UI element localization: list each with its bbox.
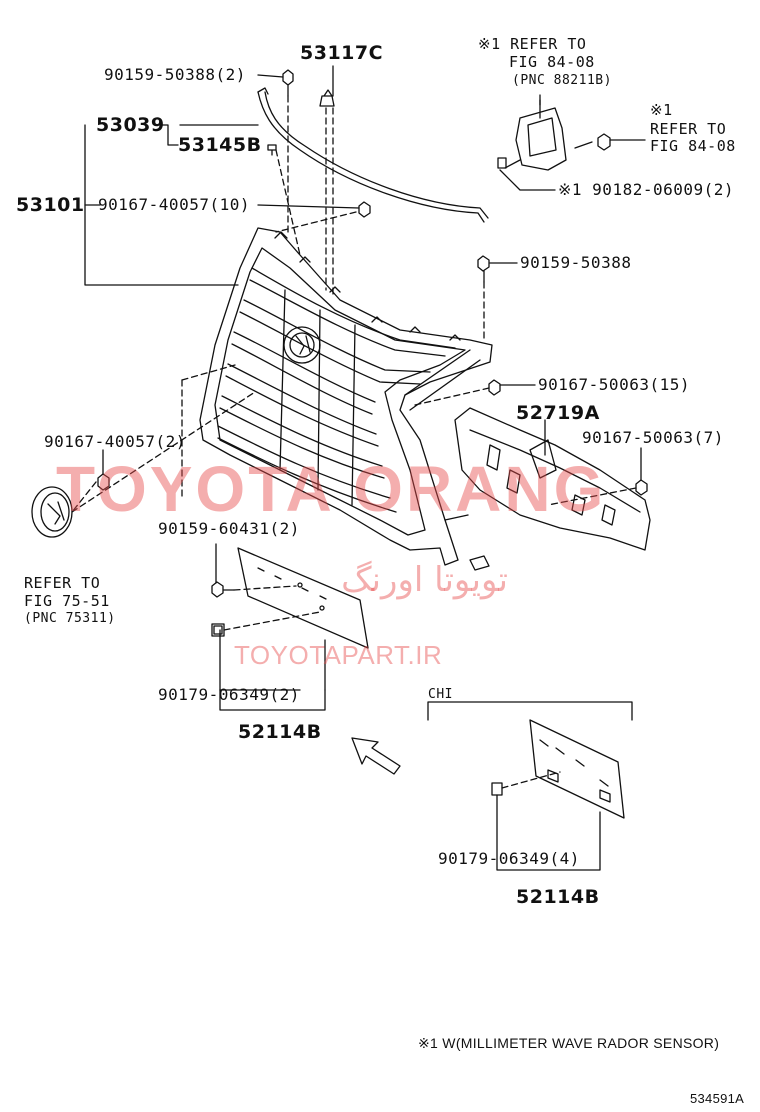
leader-lines: [84, 65, 646, 871]
radar-sensor-bracket: [497, 94, 567, 171]
ref-bracket-line1: ※1: [650, 101, 673, 119]
part-53117c-label: 53117C: [300, 42, 384, 64]
grille-retainer-52719a: [454, 407, 651, 551]
ref-radar-line1: ※1 REFER TO: [478, 35, 587, 53]
watermark-site: TOYOTAPART.IR: [234, 640, 443, 670]
part-90179-06349-4-label: 90179-06349(4): [438, 849, 580, 868]
part-53101-label: 53101: [16, 194, 85, 216]
watermark-persian: تویوتا اورنگ: [341, 560, 508, 600]
ref-emblem-line1: REFER TO: [24, 574, 101, 592]
license-bracket-52114b-chi: [529, 719, 625, 819]
part-53145b-label: 53145B: [178, 134, 262, 156]
part-90167-40057-2-label: 90167-40057(2): [44, 432, 186, 451]
part-90159-50388-label: 90159-50388: [520, 253, 632, 272]
chi-variant-label: CHI: [428, 687, 453, 702]
ref-emblem-line2: FIG 75-51: [24, 592, 110, 610]
part-52114b-label-upper: 52114B: [238, 721, 322, 743]
watermark-brand: TOYOTA ORANG: [56, 453, 607, 525]
ref-bracket-line3: FIG 84-08: [650, 137, 736, 155]
upper-molding-53039: [257, 87, 489, 223]
part-52719a-label: 52719A: [516, 402, 600, 424]
part-90167-40057-10-label: 90167-40057(10): [98, 195, 250, 214]
ref-bracket-line2: REFER TO: [650, 120, 727, 138]
ref-radar-line2: FIG 84-08: [509, 53, 595, 71]
part-90179-06349-2-label: 90179-06349(2): [158, 685, 300, 704]
license-bracket-52114b-upper: [237, 547, 369, 649]
part-90167-50063-7-label: 90167-50063(7): [582, 428, 724, 447]
part-90182-06009-2-label: ※1 90182-06009(2): [558, 180, 735, 199]
part-52114b-label-chi: 52114B: [516, 886, 600, 908]
radar-bracket-bolt: [574, 133, 611, 151]
part-90159-60431-2-label: 90159-60431(2): [158, 519, 300, 538]
footnote-text: ※1 W(MILLIMETER WAVE RADOR SENSOR): [418, 1035, 720, 1051]
ref-radar-line3: (PNC 88211B): [512, 73, 612, 88]
dashed-lines: [71, 95, 637, 789]
fasteners: [211, 69, 648, 796]
figure-id: 534591A: [690, 1091, 745, 1106]
ref-emblem-line3: (PNC 75311): [24, 611, 116, 626]
part-53039-label: 53039: [96, 114, 165, 136]
radiator-grille-53101: [199, 227, 493, 571]
part-90159-50388-2-label: 90159-50388(2): [104, 65, 246, 84]
direction-arrow: [351, 737, 401, 775]
part-90167-50063-15-label: 90167-50063(15): [538, 375, 690, 394]
